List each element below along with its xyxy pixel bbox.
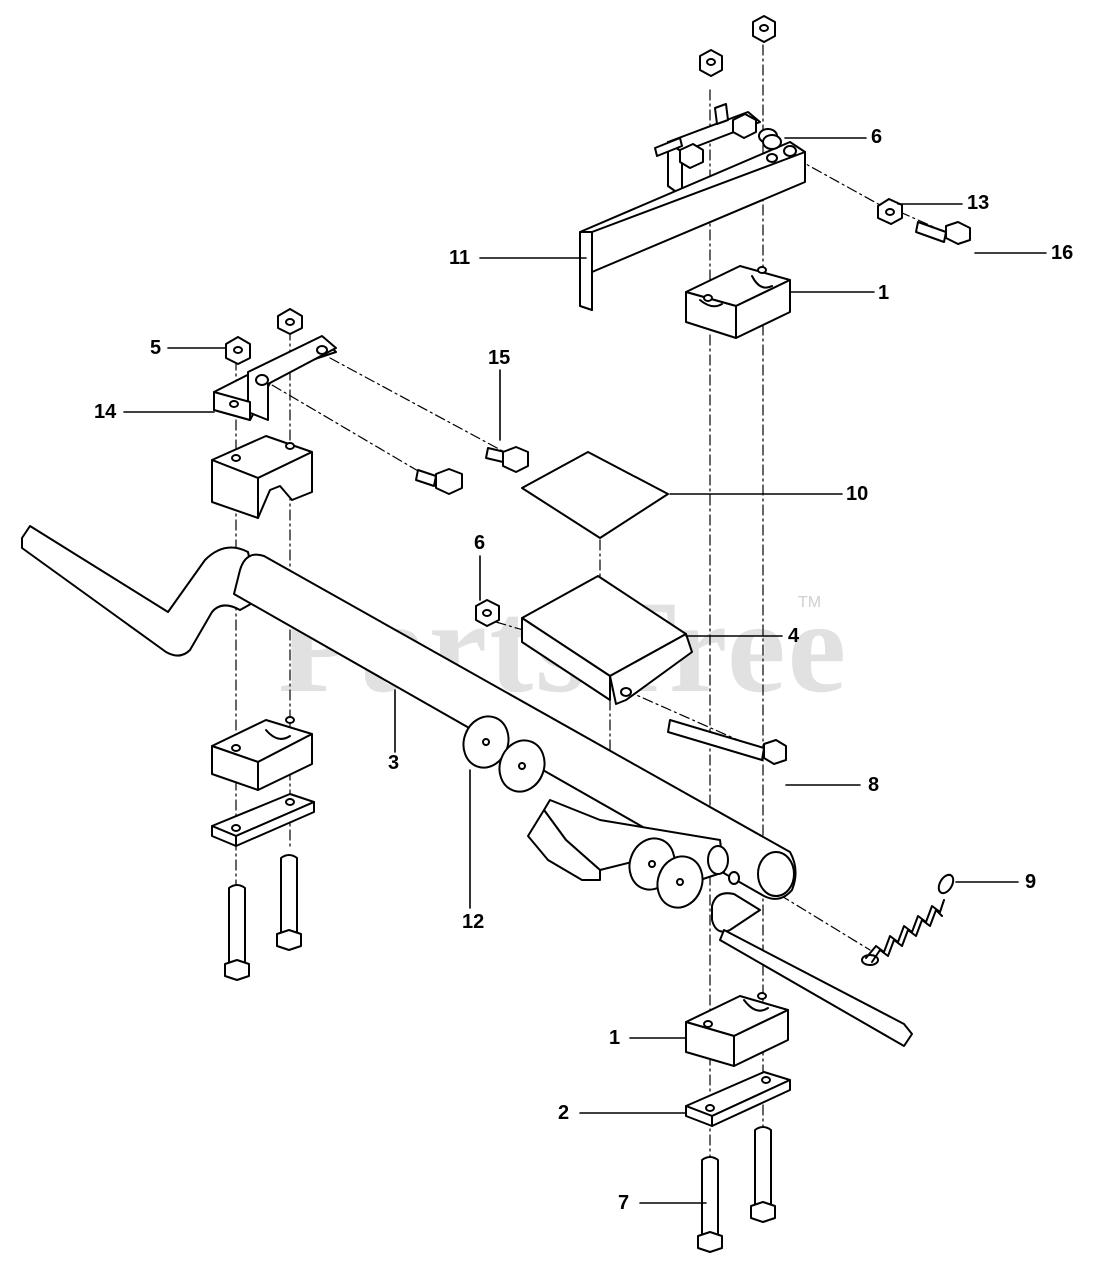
watermark-trademark: TM bbox=[798, 594, 822, 611]
callout-1-bottom: 1 bbox=[609, 1027, 621, 1049]
clamp-block-upper bbox=[685, 265, 791, 339]
shim-plate bbox=[521, 451, 669, 539]
callout-10: 10 bbox=[846, 483, 869, 505]
left-mounting-bracket bbox=[213, 335, 337, 421]
clamp-block-left-upper bbox=[211, 435, 313, 519]
callout-14: 14 bbox=[94, 401, 117, 423]
channel-bracket bbox=[521, 575, 693, 705]
left-nuts bbox=[225, 308, 303, 365]
left-bolts bbox=[415, 446, 529, 495]
spring bbox=[861, 873, 955, 966]
callout-15: 15 bbox=[488, 347, 511, 369]
clamp-block-lower bbox=[685, 992, 789, 1067]
callout-3: 3 bbox=[388, 752, 400, 774]
callout-5: 5 bbox=[150, 337, 162, 359]
callout-4: 4 bbox=[788, 625, 800, 647]
top-nuts bbox=[699, 15, 776, 77]
main-shaft bbox=[21, 525, 913, 1047]
bottom-bolts bbox=[697, 1126, 776, 1253]
callout-2: 2 bbox=[558, 1102, 570, 1124]
callout-7: 7 bbox=[618, 1192, 630, 1214]
callout-6-top: 6 bbox=[871, 126, 883, 148]
clamp-block-left-lower bbox=[211, 716, 313, 791]
middle-nut bbox=[475, 599, 500, 627]
callout-9: 9 bbox=[1025, 871, 1037, 893]
long-bolt bbox=[667, 719, 787, 765]
leader-lines bbox=[123, 137, 1047, 1204]
callout-11: 11 bbox=[449, 247, 471, 269]
plate-lower bbox=[685, 1071, 791, 1127]
plate-left bbox=[211, 793, 315, 847]
nut-and-bolt-right bbox=[877, 198, 971, 245]
left-bottom-bolts bbox=[224, 854, 302, 981]
upper-bracket-bolts bbox=[654, 103, 782, 169]
callout-13: 13 bbox=[967, 192, 990, 214]
callout-1-top: 1 bbox=[878, 282, 890, 304]
washers bbox=[462, 715, 704, 909]
callout-12: 12 bbox=[462, 911, 485, 933]
callout-16: 16 bbox=[1051, 242, 1074, 264]
callout-6-middle: 6 bbox=[474, 532, 486, 554]
callout-8: 8 bbox=[868, 774, 880, 796]
